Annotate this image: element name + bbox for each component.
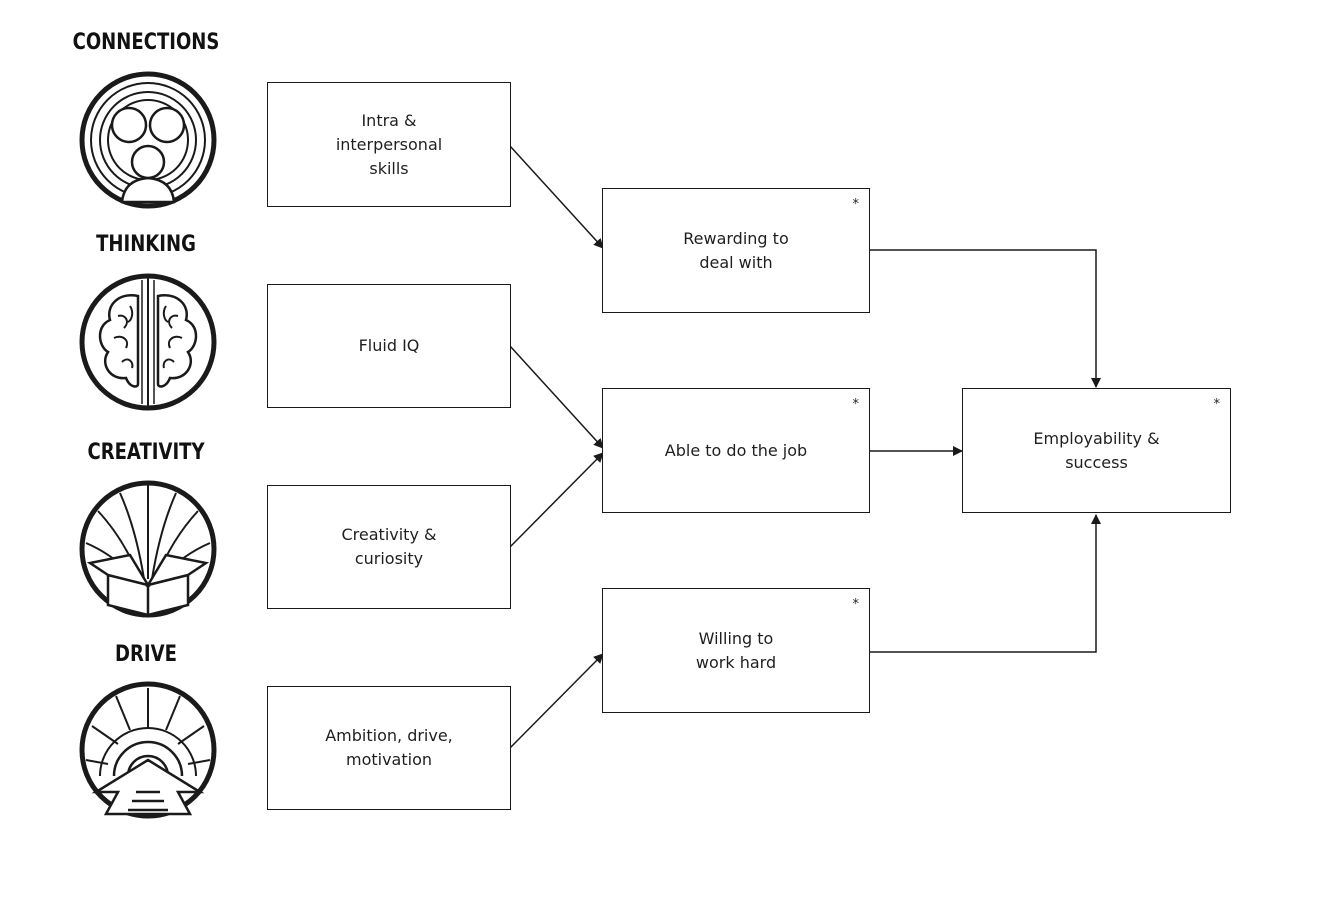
outcome-marker-rewarding: * [852, 197, 860, 212]
brain-icon [79, 273, 217, 411]
input-box-fluid-iq: Fluid IQ [267, 284, 511, 408]
arrow-ambition-to-willing [509, 653, 604, 749]
category-title-creativity: CREATIVITY [87, 440, 205, 465]
people-circle-icon [79, 71, 217, 209]
outcome-box-rewarding: * Rewarding to deal with [602, 188, 870, 313]
input-label-ambition-drive: Ambition, drive, motivation [325, 726, 453, 769]
category-title-drive: DRIVE [115, 642, 177, 667]
arrow-rewarding-to-employability [869, 249, 1101, 388]
arrow-intra-to-rewarding [509, 145, 604, 249]
outcome-label-able: Able to do the job [664, 440, 808, 460]
arrow-creativity-to-able [509, 452, 604, 548]
tunnel-arrow-icon [79, 681, 217, 819]
outcome-label-rewarding: Rewarding to deal with [683, 228, 789, 272]
category-title-connections: CONNECTIONS [72, 30, 220, 55]
outcome-marker-willing: * [852, 597, 860, 612]
outcome-box-willing: * Willing to work hard [602, 588, 870, 713]
category-title-thinking: THINKING [96, 232, 196, 257]
input-label-creativity-curiosity: Creativity & curiosity [341, 525, 437, 568]
final-label-employability: Employability & success [1033, 428, 1160, 472]
outcome-label-willing: Willing to work hard [695, 628, 777, 672]
outcome-box-able: * Able to do the job [602, 388, 870, 513]
arrow-willing-to-employability [869, 514, 1101, 653]
outcome-marker-able: * [852, 397, 860, 412]
arrow-fluidiq-to-able [509, 345, 604, 449]
input-box-creativity-curiosity: Creativity & curiosity [267, 485, 511, 609]
input-label-fluid-iq: Fluid IQ [358, 336, 420, 355]
final-box-employability: * Employability & success [962, 388, 1231, 513]
open-box-rays-icon [79, 480, 217, 618]
final-marker-employability: * [1213, 397, 1221, 412]
input-box-intra-interpersonal: Intra & interpersonal skills [267, 82, 511, 207]
input-box-ambition-drive: Ambition, drive, motivation [267, 686, 511, 810]
input-label-intra-interpersonal: Intra & interpersonal skills [335, 110, 443, 178]
